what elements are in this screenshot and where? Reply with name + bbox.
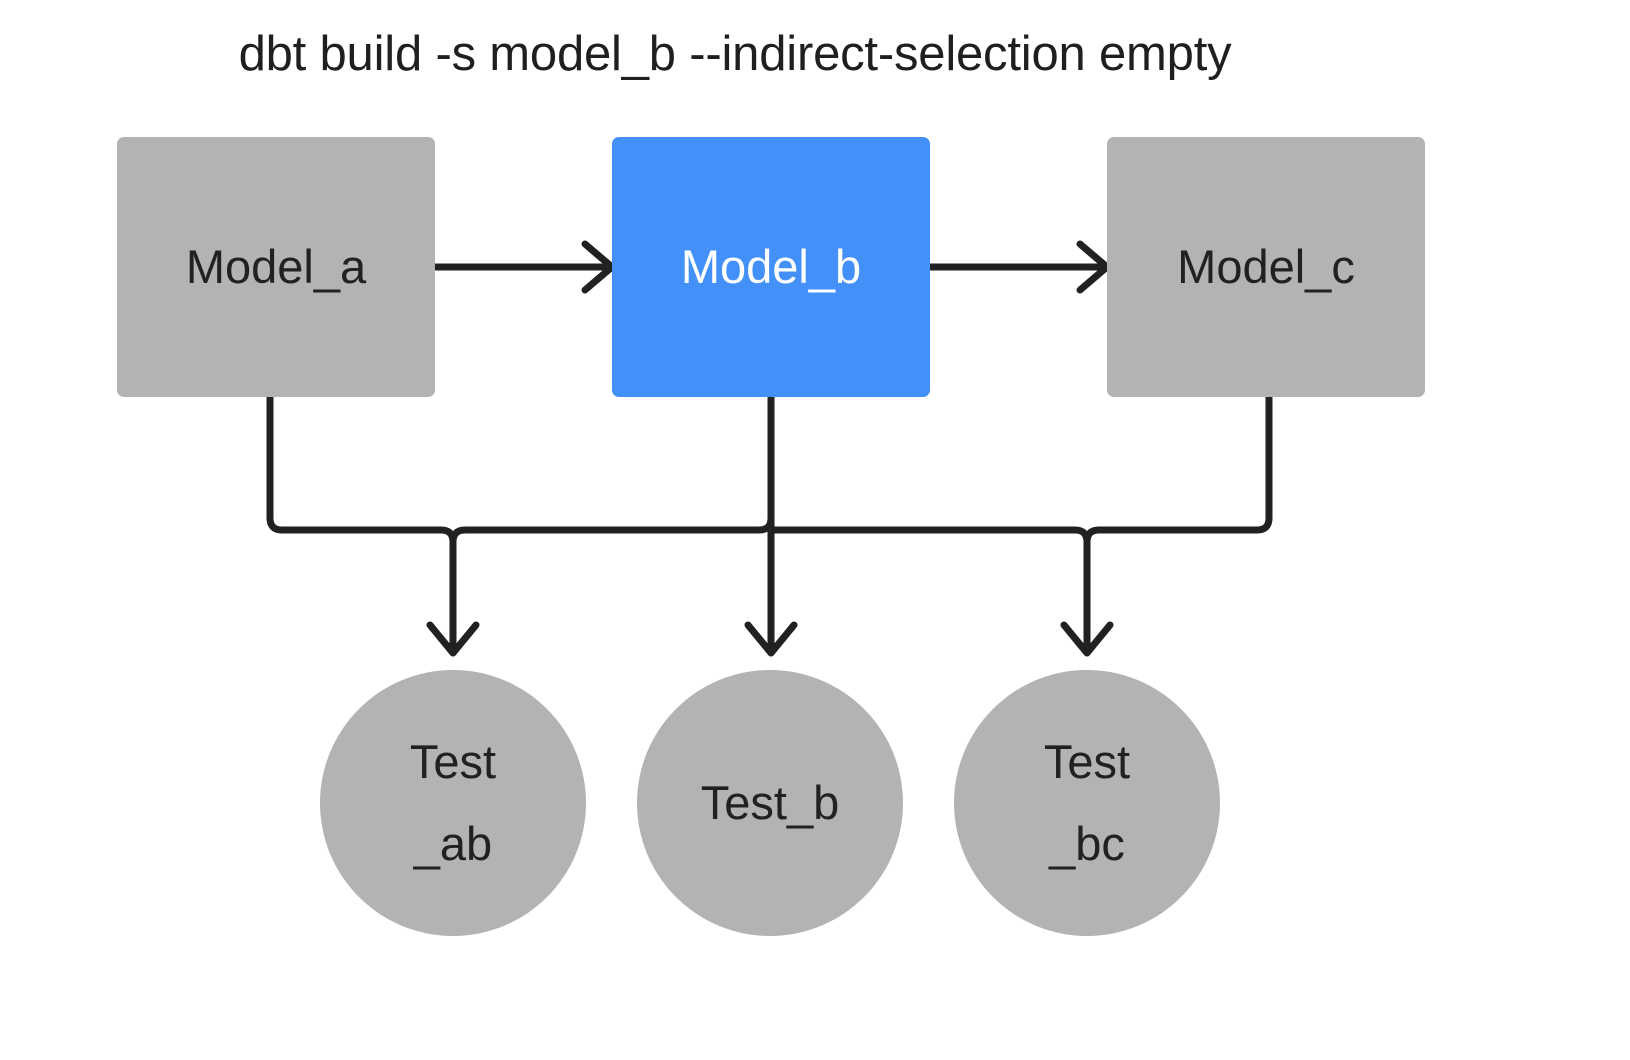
arrowhead-model-c-in (1076, 240, 1111, 294)
edge-model-a-to-test-ab (266, 393, 457, 649)
arrowhead-test-ab-in (426, 621, 480, 657)
edge-model-b-to-test-bc (767, 526, 1091, 649)
node-model-c[interactable]: Model_c (1107, 137, 1425, 397)
node-test-ab-label: Test _ab (409, 734, 497, 870)
edge-model-b-to-test-ab (449, 393, 775, 546)
arrowhead-test-bc-in (1060, 621, 1114, 657)
diagram-title: dbt build -s model_b --indirect-selectio… (238, 27, 1232, 81)
edge-model-c-to-test-bc (1083, 393, 1273, 546)
node-test-b[interactable]: Test_b (637, 670, 903, 936)
node-test-b-label: Test_b (700, 775, 840, 829)
node-test-ab[interactable]: Test _ab (320, 670, 586, 936)
node-test-bc[interactable]: Test _bc (954, 670, 1220, 936)
arrowhead-test-b-in (744, 621, 798, 657)
node-model-b-label: Model_b (680, 239, 862, 293)
node-model-b[interactable]: Model_b (612, 137, 930, 397)
arrowhead-model-b-in (581, 240, 616, 294)
node-model-a[interactable]: Model_a (117, 137, 435, 397)
node-model-c-label: Model_c (1177, 239, 1355, 293)
node-test-bc-label: Test _bc (1043, 734, 1131, 870)
node-model-a-label: Model_a (185, 239, 367, 293)
